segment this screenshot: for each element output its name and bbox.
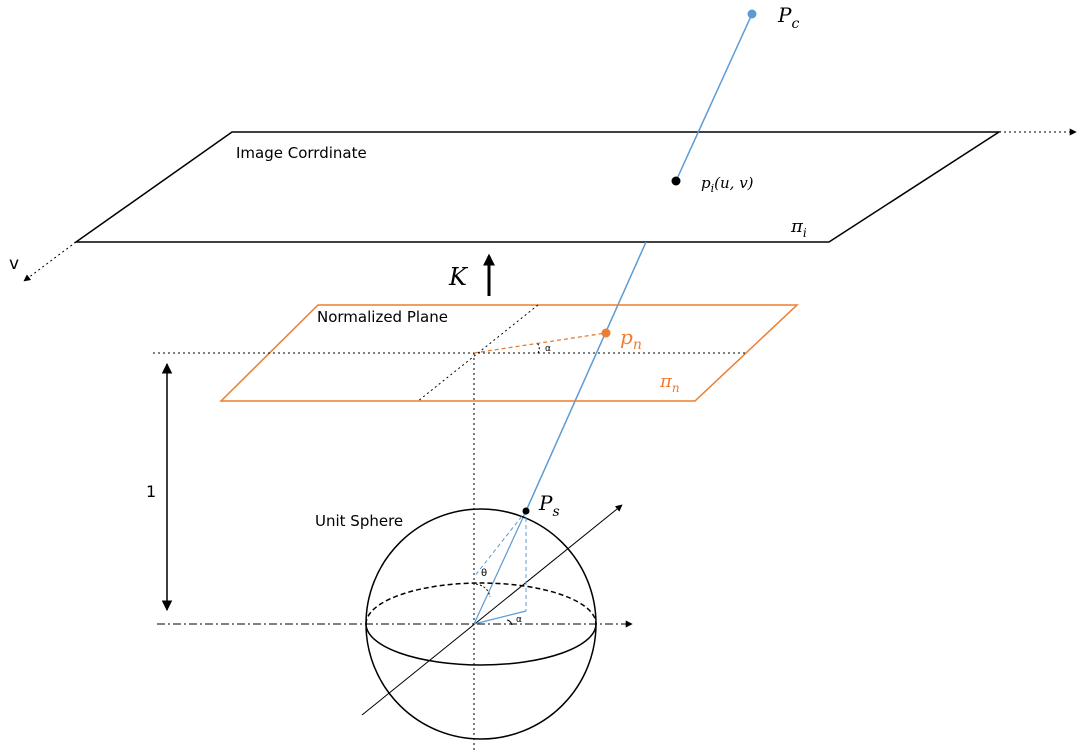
sphere-point-label: Ps [538,491,560,520]
unit-sphere-label: Unit Sphere [315,512,403,530]
normalized-point-projection [473,332,607,354]
depth-axis [361,504,623,716]
sphere-point-dot [522,507,530,515]
sphere-point-left-projection [473,510,527,578]
image-point-dot [671,176,681,186]
ray-to-center [473,510,527,625]
theta-arc [475,583,491,598]
image-plane-label: Image Corrdinate [236,144,367,162]
sphere-equator-front [365,623,597,666]
normalized-plane-label: Normalized Plane [317,308,448,326]
normalized-alpha-label: α [545,344,551,354]
alpha-arc [506,619,513,626]
ray-upper [675,13,753,182]
unit-distance-label: 1 [146,482,156,501]
normalized-alpha-arc [536,342,540,354]
normalized-plane-symbol: πn [659,371,680,395]
sphere-point-floor-projection [473,610,527,625]
intrinsics-label: K [448,263,469,291]
alpha-label: α [516,615,522,625]
camera-point-label: Pc [777,3,799,32]
normalized-point-label: pn [620,325,642,353]
image-plane-symbol: πi [790,216,807,240]
v-axis-label: v [9,254,19,274]
ray-lower [525,241,647,512]
sphere-equator-back [365,582,597,625]
normalized-plane [219,304,799,402]
theta-label: θ [481,568,487,579]
image-plane [73,131,1002,243]
image-point-label: pi(u, v) [701,174,754,195]
normalized-point-dot [601,328,611,338]
camera-point-dot [747,9,757,19]
image-v-axis [23,241,77,282]
